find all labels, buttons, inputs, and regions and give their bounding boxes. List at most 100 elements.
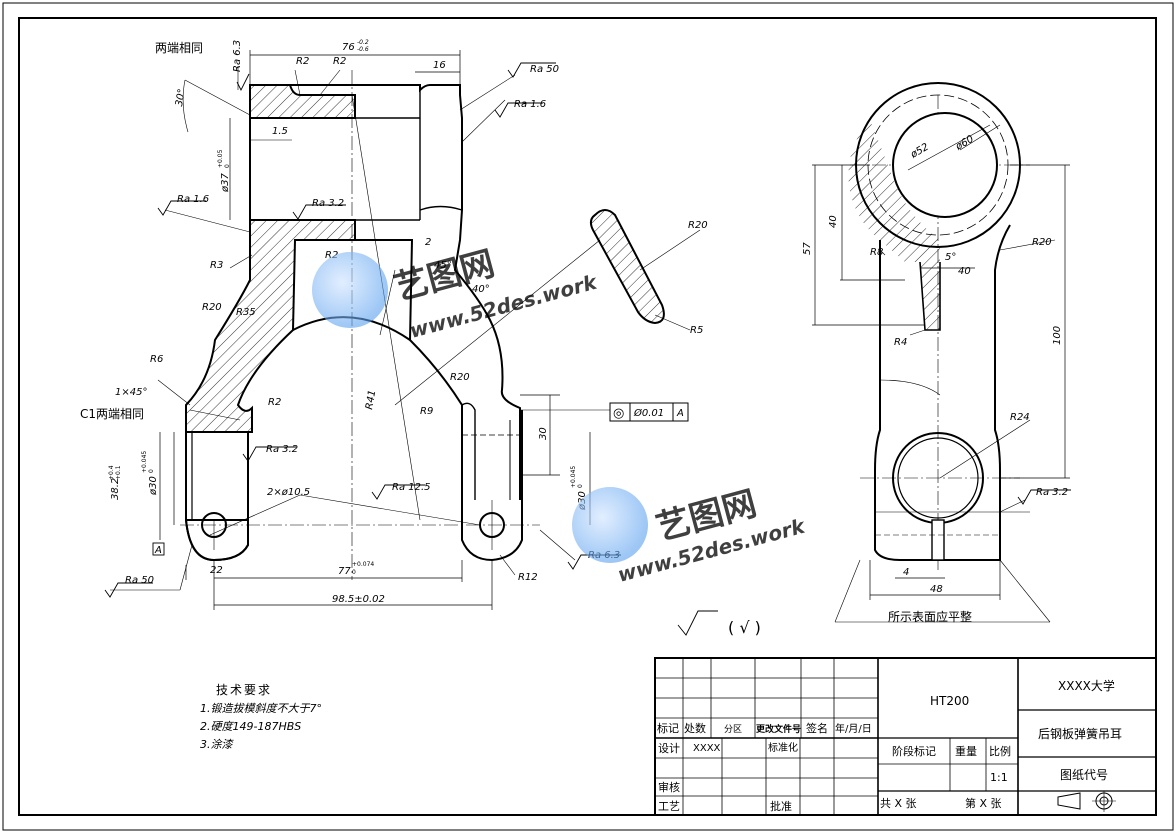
tb-standard: 标准化: [768, 741, 798, 754]
tech-req-line3: 3.涂漆: [200, 738, 234, 751]
tb-designer: XXXX: [693, 743, 721, 754]
dim-77: 77: [338, 566, 351, 577]
watermark-2: 艺图网 www.52des.work: [572, 484, 809, 587]
tb-approve: 批准: [770, 799, 792, 813]
dim-98-5: 98.5±0.02: [332, 594, 385, 605]
dim-r20-side: R20: [1032, 237, 1052, 248]
dim-38-tol0: +0.1: [115, 465, 122, 480]
dim-4: 4: [903, 567, 909, 578]
dim-16: 16: [433, 60, 446, 71]
dim-40deg: 40°: [472, 284, 490, 295]
ra-50-bottom: Ra 50: [125, 575, 154, 586]
dim-r20-b: R20: [450, 372, 470, 383]
tb-stage: 阶段标记: [892, 744, 936, 758]
side-view: [812, 82, 1070, 623]
dim-40-horizontal: 40: [958, 266, 971, 277]
dim-r41: R41: [364, 389, 378, 410]
tolerance-value: Ø0.01: [633, 407, 664, 419]
watermark-globe-icon-2: [572, 487, 648, 563]
tb-ratio: 比例: [989, 744, 1011, 758]
dim-r2-b: R2: [333, 56, 346, 67]
ra-50-top: Ra 50: [530, 64, 559, 75]
dim-r2-d: R2: [268, 397, 281, 408]
inner-border: [18, 17, 1157, 816]
dim-r12: R12: [518, 572, 538, 583]
ra-1-6-right: Ra 1.6: [514, 99, 546, 110]
ra-3-2-side: Ra 3.2: [1036, 487, 1068, 498]
ra-1-6-left: Ra 1.6: [177, 194, 209, 205]
dim-phi30-right-tol0: 0: [577, 484, 584, 488]
title-block: [654, 657, 1157, 816]
tb-scale: 1:1: [990, 771, 1008, 784]
watermark-globe-icon: [312, 252, 388, 328]
dim-phi37-tol0: 0: [224, 164, 231, 168]
tb-total-sheets: 共 X 张: [880, 797, 917, 810]
dim-r8: R8: [870, 247, 883, 258]
body-section: [185, 84, 356, 433]
front-view: [110, 50, 610, 610]
tb-part-name: 后钢板弹簧吊耳: [1038, 726, 1122, 741]
dim-phi30-left-tol0: 0: [148, 469, 155, 473]
dim-angle-30: 30°: [174, 88, 188, 107]
tb-process: 工艺: [658, 800, 680, 813]
dim-phi30-right-tol: +0.045: [570, 466, 577, 488]
rib-section: [589, 209, 701, 331]
dim-77-tol: +0.074: [352, 561, 374, 568]
dim-5deg: 5°: [945, 252, 956, 263]
dim-76-lower: -0.6: [357, 46, 369, 53]
dim-76: 76: [342, 42, 355, 53]
dim-100: 100: [1052, 326, 1063, 345]
dim-phi37: ø37: [220, 173, 231, 193]
tb-weight: 重量: [955, 744, 977, 758]
dim-r3: R3: [210, 260, 223, 271]
dim-r4: R4: [894, 337, 907, 348]
dim-chamfer: 1×45°: [115, 387, 147, 398]
tb-count: 处数: [684, 722, 706, 735]
dim-22: 22: [210, 565, 223, 576]
datum-a-text: A: [154, 545, 162, 556]
dim-r20-a: R20: [202, 302, 222, 313]
title-block-text: 标记 处数 分区 更改文件号 签名 年/月/日 设计 XXXX 标准化 审核 工…: [657, 678, 1122, 813]
dim-r5: R5: [690, 325, 703, 336]
dim-phi37-tol: +0.05: [217, 149, 224, 168]
tb-docno: 更改文件号: [756, 723, 801, 735]
ra-3-2-lower: Ra 3.2: [266, 444, 298, 455]
tb-zone: 分区: [724, 724, 742, 735]
ra-3-2-bore: Ra 3.2: [312, 198, 344, 209]
dim-r2-a: R2: [296, 56, 309, 67]
dim-r9: R9: [420, 406, 433, 417]
dim-r24: R24: [1010, 412, 1030, 423]
tech-req-title: 技术要求: [216, 683, 272, 697]
tech-req-line1: 1.锻造拔模斜度不大于7°: [200, 702, 322, 715]
dim-48: 48: [930, 584, 943, 595]
dim-holes: 2×ø10.5: [267, 487, 310, 498]
roughness-marks: [104, 62, 1071, 636]
dim-30: 30: [538, 427, 549, 440]
dim-38-2: 38.2: [110, 478, 121, 500]
tb-mark: 标记: [657, 721, 679, 735]
label-surface-flat: 所示表面应平整: [888, 609, 972, 624]
dim-phi30-left-tol: +0.045: [141, 451, 148, 473]
ra-12-5: Ra 12.5: [392, 482, 431, 493]
ra-6-3-top: Ra 6.3: [232, 40, 243, 72]
technical-requirements: 技术要求 1.锻造拔模斜度不大于7° 2.硬度149-187HBS 3.涂漆: [200, 683, 322, 751]
tb-drawing-no: 图纸代号: [1060, 768, 1108, 782]
coaxiality-symbol: ◎: [613, 406, 624, 421]
dim-57: 57: [802, 242, 813, 255]
dim-r6: R6: [150, 354, 163, 365]
dim-phi30-left: ø30: [148, 476, 159, 496]
dim-76-upper: -0.2: [357, 39, 369, 46]
label-c1-both-ends-same: C1两端相同: [80, 407, 144, 421]
dim-r35: R35: [236, 307, 256, 318]
tb-school: XXXX大学: [1058, 678, 1115, 693]
tech-req-line2: 2.硬度149-187HBS: [200, 720, 301, 733]
tb-sign: 签名: [806, 721, 828, 735]
tolerance-frame: ◎ Ø0.01 A: [609, 402, 689, 422]
dim-77-tol0: 0: [352, 569, 356, 576]
dim-r2-c: R2: [325, 250, 338, 261]
datum-a-box: [152, 542, 165, 556]
dim-38-tol: +0.4: [108, 465, 115, 480]
tb-date: 年/月/日: [835, 722, 872, 735]
